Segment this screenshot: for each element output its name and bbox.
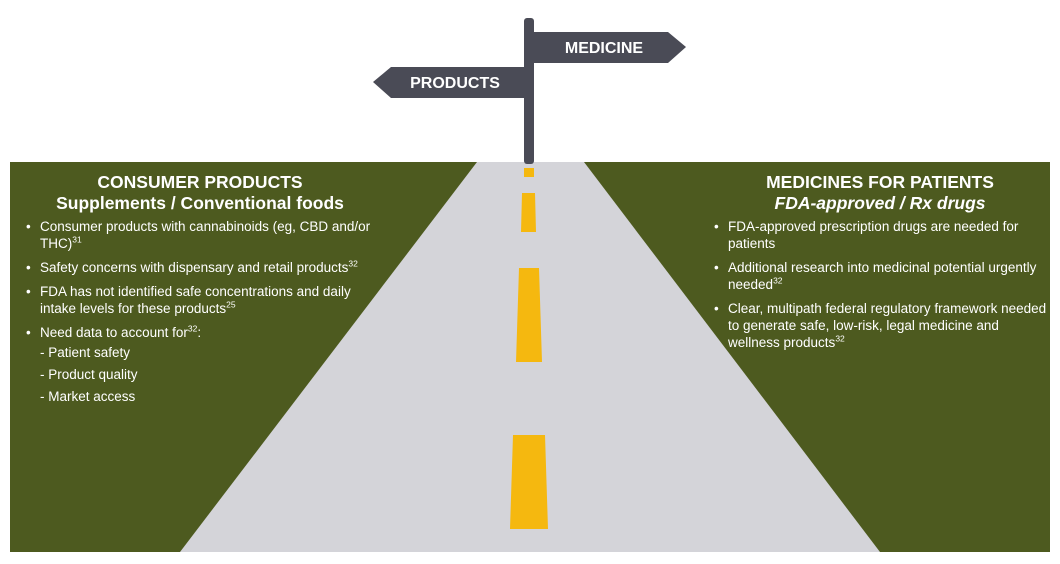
bullet-item: Consumer products with cannabinoids (eg,… (24, 218, 376, 252)
panel-title: MEDICINES FOR PATIENTS (766, 172, 994, 192)
products-sign (373, 67, 524, 98)
sub-bullet-item: - Market access (40, 389, 136, 404)
lane-dash-1 (524, 168, 534, 177)
lane-dash-4 (510, 435, 548, 529)
bullet-item: Additional research into medicinal poten… (712, 259, 1048, 293)
sub-bullet-item: - Patient safety (40, 345, 131, 360)
panel-subtitle: Supplements / Conventional foods (56, 193, 344, 213)
bullet-list: FDA-approved prescription drugs are need… (712, 218, 1048, 351)
medicines-panel: MEDICINES FOR PATIENTS FDA-approved / Rx… (712, 172, 1048, 358)
sign-pole (524, 18, 534, 164)
bullet-item: Clear, multipath federal regulatory fram… (712, 300, 1048, 351)
lane-dash-2 (521, 193, 536, 232)
bullet-list: Consumer products with cannabinoids (eg,… (24, 218, 376, 405)
sub-bullet-list: - Patient safety - Product quality - Mar… (40, 344, 376, 405)
medicine-sign-label: MEDICINE (565, 40, 644, 57)
bullet-item: Safety concerns with dispensary and reta… (24, 259, 376, 276)
panel-subtitle: FDA-approved / Rx drugs (774, 193, 986, 213)
lane-dash-3 (516, 268, 542, 362)
panel-title: CONSUMER PRODUCTS (97, 172, 303, 192)
medicine-sign (534, 32, 686, 63)
products-sign-label: PRODUCTS (410, 75, 500, 92)
sub-bullet-item: - Product quality (40, 367, 138, 382)
bullet-item: Need data to account for32: - Patient sa… (24, 324, 376, 405)
consumer-products-panel: CONSUMER PRODUCTS Supplements / Conventi… (24, 172, 376, 412)
bullet-item: FDA has not identified safe concentratio… (24, 283, 376, 317)
bullet-item: FDA-approved prescription drugs are need… (712, 218, 1048, 252)
